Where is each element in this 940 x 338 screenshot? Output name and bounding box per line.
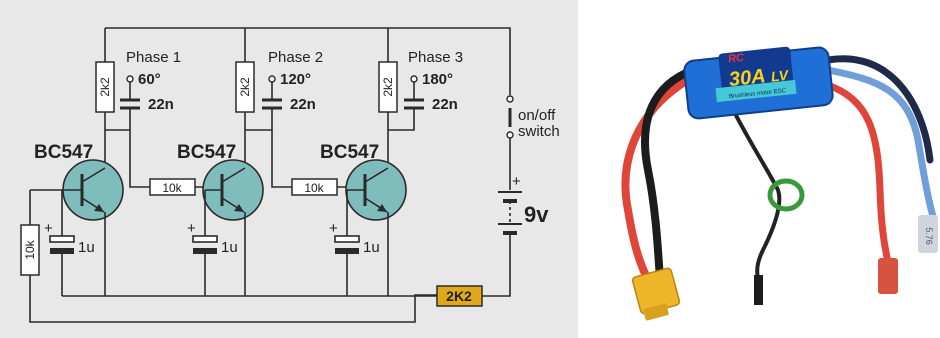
esc-model: 30A bbox=[728, 65, 767, 91]
esc-brand: RC bbox=[728, 52, 746, 66]
electrolytic-cap-2 bbox=[192, 235, 218, 254]
circuit-schematic: 2k2 2k2 2k2 Phase 1 60° 22n Phase 2 120°… bbox=[0, 0, 578, 338]
phase-3-angle: 180° bbox=[422, 71, 453, 88]
ecap-1-label: 1u bbox=[78, 239, 95, 256]
feedback-wire-2 bbox=[271, 130, 292, 188]
collector-resistor-1: 2k2 bbox=[95, 61, 115, 113]
phase-1-cap-label: 22n bbox=[148, 96, 174, 113]
bias-wire bbox=[29, 189, 437, 323]
ecap-2-plus: + bbox=[187, 220, 196, 237]
phase-2-angle: 120° bbox=[280, 71, 311, 88]
bias-resistor: 10k bbox=[20, 224, 40, 276]
base-resistor-1-label: 10k bbox=[162, 181, 182, 195]
collector-resistor-3-label: 2k2 bbox=[381, 77, 395, 97]
servo-plug bbox=[754, 275, 763, 305]
phase-1-angle: 60° bbox=[138, 71, 161, 88]
ecap-1-plus: + bbox=[44, 220, 53, 237]
esc-body bbox=[683, 46, 834, 120]
phase-2-label: Phase 2 bbox=[268, 49, 323, 66]
motor-wire-b bbox=[824, 55, 934, 164]
phase-3-terminal bbox=[410, 75, 418, 83]
collector-resistor-2: 2k2 bbox=[235, 61, 255, 113]
base-resistor-1: 10k bbox=[149, 178, 196, 196]
cap-wire-3 bbox=[388, 82, 415, 131]
output-resistor-label: 2K2 bbox=[446, 288, 472, 304]
transistor-3-label: BC547 bbox=[320, 142, 379, 163]
phase-1-terminal bbox=[126, 75, 134, 83]
cap-lower-leads bbox=[129, 108, 415, 117]
battery-9v bbox=[498, 191, 522, 240]
feedback-wire-1 bbox=[129, 130, 150, 188]
base-resistor-2: 10k bbox=[291, 178, 338, 196]
motor-connector-red bbox=[878, 258, 898, 294]
ecap-2-label: 1u bbox=[221, 239, 238, 256]
collector-resistor-3: 2k2 bbox=[378, 61, 398, 113]
on-off-switch bbox=[506, 95, 514, 139]
battery-lead-black bbox=[641, 66, 697, 284]
phase-3-label: Phase 3 bbox=[408, 49, 463, 66]
motor-wire-a bbox=[824, 66, 938, 224]
transistor-2-label: BC547 bbox=[177, 142, 236, 163]
collector-resistor-2-label: 2k2 bbox=[238, 77, 252, 97]
emitter-wires bbox=[104, 212, 389, 296]
transistor-1 bbox=[62, 159, 124, 221]
transistor-2 bbox=[202, 159, 264, 221]
ecap-3-label: 1u bbox=[363, 239, 380, 256]
switch-label-line1: on/off bbox=[518, 107, 556, 124]
top-rail-wire bbox=[105, 27, 511, 95]
esc-photo: 5.76 RC 30A LV Brushless motor ESC bbox=[578, 0, 940, 338]
collector-resistor-1-label: 2k2 bbox=[98, 77, 112, 97]
xt60-connector bbox=[631, 267, 681, 321]
connector-tag: 5.76 bbox=[924, 227, 934, 245]
output-resistor-2k2: 2K2 bbox=[436, 285, 483, 307]
transistor-1-label: BC547 bbox=[34, 142, 93, 163]
switch-label-line2: switch bbox=[518, 123, 560, 140]
base-resistor-2-label: 10k bbox=[304, 181, 324, 195]
ground-rail bbox=[62, 240, 511, 297]
ecap-3-plus: + bbox=[329, 220, 338, 237]
phase-2-cap-label: 22n bbox=[290, 96, 316, 113]
phase-3-cap-label: 22n bbox=[432, 96, 458, 113]
battery-label: 9v bbox=[524, 202, 549, 227]
phase-1-label: Phase 1 bbox=[126, 49, 181, 66]
bias-resistor-label: 10k bbox=[23, 239, 37, 259]
battery-plus: + bbox=[512, 173, 521, 190]
electrolytic-cap-3 bbox=[334, 235, 360, 254]
motor-wire-c bbox=[824, 81, 892, 266]
phase-2-terminal bbox=[268, 75, 276, 83]
motor-connector-sleeve bbox=[918, 215, 938, 253]
transistor-3 bbox=[345, 159, 407, 221]
ferrite-ring bbox=[767, 178, 805, 212]
electrolytic-cap-1 bbox=[49, 235, 75, 254]
esc-model-suffix: LV bbox=[770, 67, 790, 85]
